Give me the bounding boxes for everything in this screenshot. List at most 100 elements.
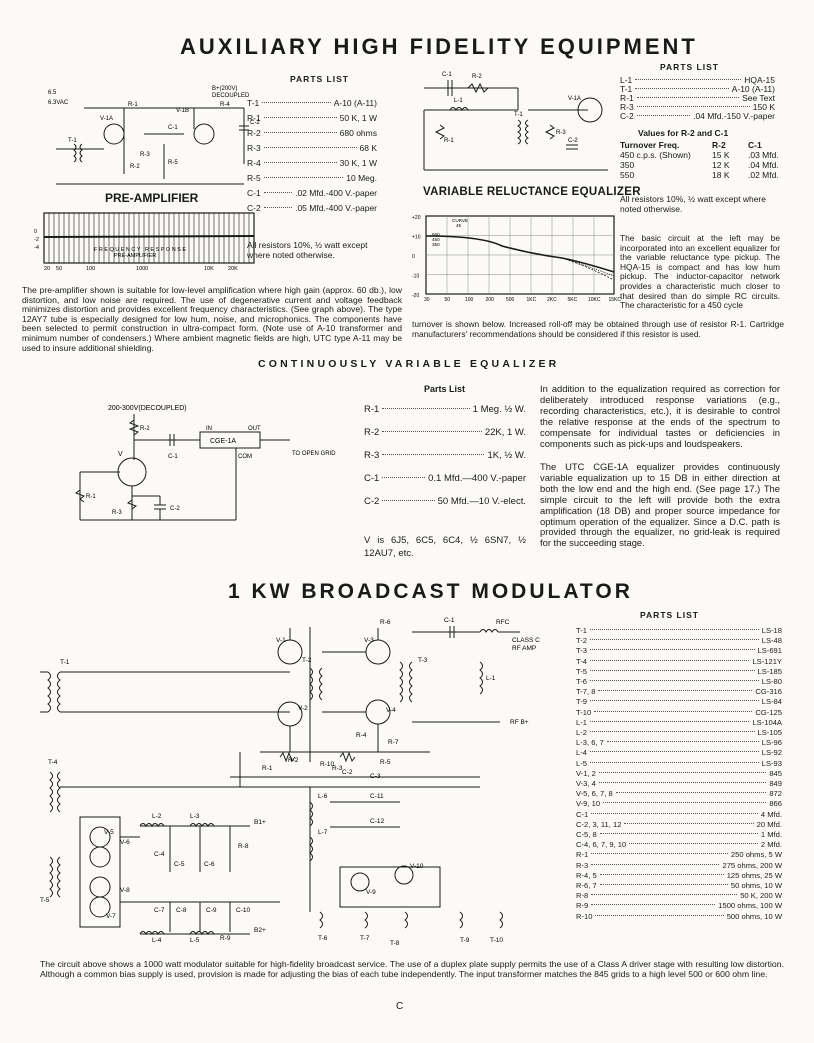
bm-part-ref: T-3 [576,646,587,656]
leader-dots [598,690,753,692]
leader-dots [263,162,337,163]
vre-r3: R-3 [556,130,566,136]
bm-label-l7: L-7 [318,829,328,836]
vre-graph-xtick: 100 [465,297,474,303]
bm-label-t4: T-4 [48,759,58,766]
vre-graph-note: 350 [432,242,440,247]
bm-label-t9: T-9 [460,937,470,944]
bm-label-c4: C-4 [154,851,165,858]
bm-part-ref: R-1 [576,850,589,860]
cve-r3: R-3 [112,510,122,516]
vre-parts-heading: PARTS LIST [660,62,719,72]
vre-graph-ytick: +20 [412,215,421,221]
preamp-r4: R-4 [220,102,230,108]
leader-dots [603,802,767,804]
cve-part-value: 0.1 Mfd.—400 V.-paper [428,473,526,484]
preamp-graph-title: FREQUENCY RESPONSE [94,247,188,253]
vre-part-value: See Text [742,93,775,103]
vre-part-ref: T-1 [620,84,633,94]
leader-dots [599,873,724,875]
bm-label-l5: L-5 [190,937,200,944]
bm-part-value: 866 [769,799,782,809]
leader-dots [594,710,753,712]
preamp-part-ref: R-4 [247,158,261,168]
leader-dots [382,500,435,501]
bm-part-value: LS-96 [761,738,782,748]
bm-part-value: LS-92 [761,748,782,758]
preamp-part-value: 50 K, 1 W [339,113,377,123]
bm-part-ref: V-5, 6, 7, 8 [576,789,613,799]
preamp-r1: R-1 [128,102,138,108]
bm-label-v9: V-9 [366,889,376,896]
cve-part-value: 1 Meg. ½ W. [472,404,526,415]
cve-in: IN [206,426,212,432]
leader-dots [598,782,767,784]
vre-part-ref: R-3 [620,102,634,112]
preamp-v1a: V-1A [100,116,113,122]
vre-table-row: 450 c.p.s. (Shown)15 K.03 Mfd. [620,150,780,160]
preamp-graph-xtick: 20K [228,266,238,272]
bm-label-c6: C-6 [204,861,215,868]
bm-part-value: LS-185 [757,666,783,676]
cve-part-value: 1K, ½ W. [487,450,526,461]
bm-part-ref: L-5 [576,758,587,768]
cve-com: COM [238,454,252,460]
vre-part-value: A-10 (A-11) [731,84,775,94]
vre-part-ref: L-1 [620,75,633,85]
cve-part-ref: R-1 [364,404,380,415]
bm-part-value: 845 [769,768,782,778]
leader-dots [589,720,750,722]
vre-c1: C-1 [442,72,452,78]
bm-part-value: 4 Mfd. [760,809,782,819]
preamp-part-ref: T-1 [247,98,260,108]
bm-label-l4: L-4 [152,937,162,944]
preamp-part-ref: C-2 [247,203,261,213]
leader-dots [263,207,293,208]
leader-dots [624,822,754,824]
bm-label-r8: R-8 [238,843,249,850]
preamp-heater-b: 6.3VAC [48,100,69,106]
preamp-r3: R-3 [140,152,150,158]
vre-description-bottom: turnover is shown below. Increased roll-… [412,319,784,339]
vre-c2: C-2 [568,138,578,144]
bm-description: The circuit above shows a 1000 watt modu… [40,959,784,979]
bm-part-value: CG-125 [755,707,782,717]
bm-label-t8: T-8 [390,940,400,947]
leader-dots [591,812,758,814]
cve-out: OUT [248,426,261,432]
cve-part-value: 22K, 1 W. [484,427,526,438]
leader-dots [382,408,470,409]
bm-part-ref: T-6 [576,677,587,687]
vre-table-cell: 450 c.p.s. (Shown) [620,150,691,160]
vre-graph-xtick: 200 [486,297,495,303]
vre-label: VARIABLE RELUCTANCE EQUALIZER [423,186,641,198]
vre-description-side: The basic circuit at the left may be inc… [620,233,780,311]
preamp-part-ref: R-2 [247,128,261,138]
bm-part-ref: C-5, 8 [576,830,597,840]
vre-graph-ytick: -10 [412,274,419,280]
bm-part-value: LS-80 [761,677,782,687]
cve-r1: R-1 [86,494,96,500]
bm-label-l2: L-2 [152,813,162,820]
bm-label-v5: V-5 [104,829,114,836]
leader-dots [382,454,485,455]
leader-dots [598,771,767,773]
leader-dots [589,751,759,753]
bm-title: 1 KW BROADCAST MODULATOR [228,580,633,603]
